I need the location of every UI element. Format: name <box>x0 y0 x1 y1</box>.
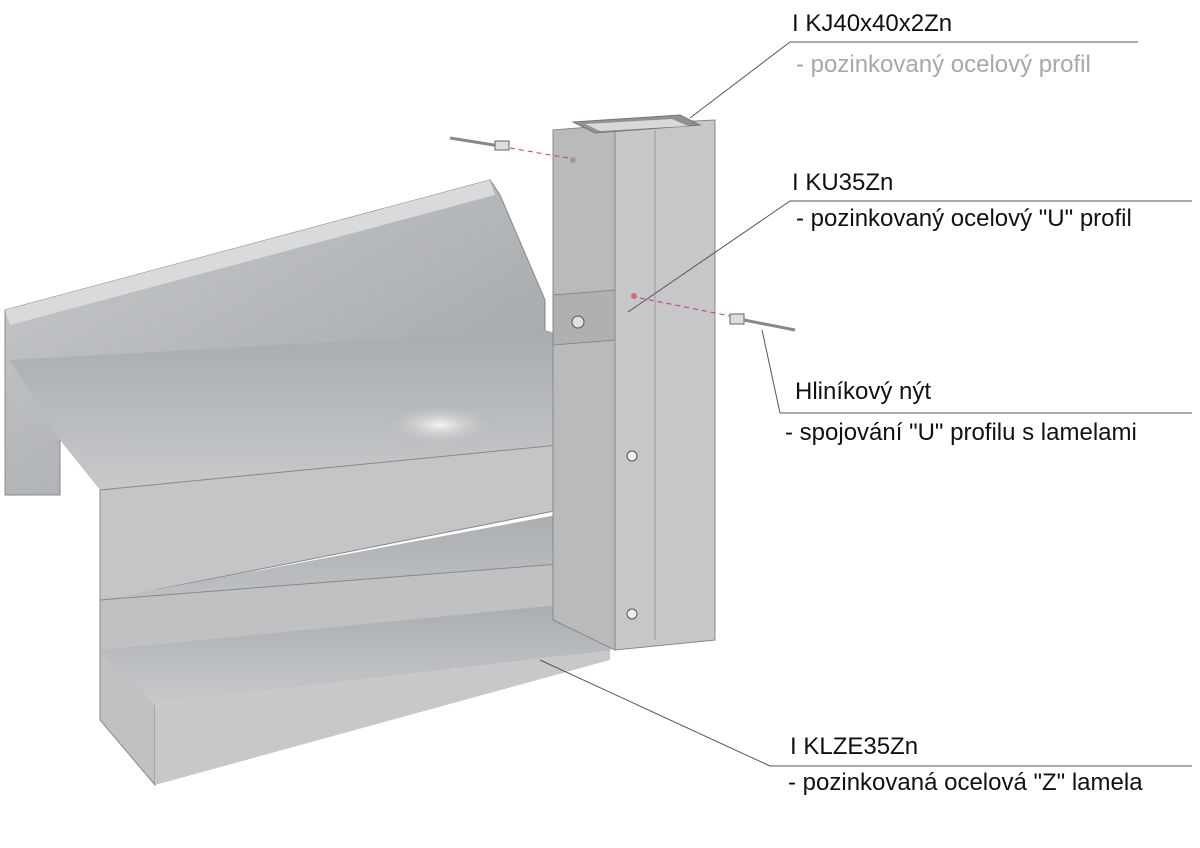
steel-post <box>552 114 716 651</box>
label-louver-code: I KLZE35Zn <box>790 733 919 760</box>
rivet-hole <box>631 293 637 299</box>
label-post-description: - pozinkovaný ocelový profil <box>796 51 1091 78</box>
label-post-code: I KJ40x40x2Zn <box>792 10 953 37</box>
rivet-head <box>626 450 638 462</box>
z-louver-bottom <box>99 559 611 787</box>
rivet-side <box>639 297 796 332</box>
label-rivet-code: Hliníkový nýt <box>795 378 932 405</box>
rivet-top <box>449 136 569 159</box>
label-u-profile-description: - pozinkovaný ocelový "U" profil <box>796 205 1132 232</box>
rivet-hole <box>570 157 576 163</box>
label-rivet-description: - spojování "U" profilu s lamelami <box>785 419 1137 446</box>
leader-lines <box>539 41 1192 767</box>
z-louver-top <box>4 179 610 496</box>
label-u-profile-code: I KU35Zn <box>792 169 894 196</box>
rivet-head <box>626 608 638 620</box>
label-louver-description: - pozinkovaná ocelová "Z" lamela <box>788 769 1143 796</box>
bolt-icon <box>571 315 585 329</box>
